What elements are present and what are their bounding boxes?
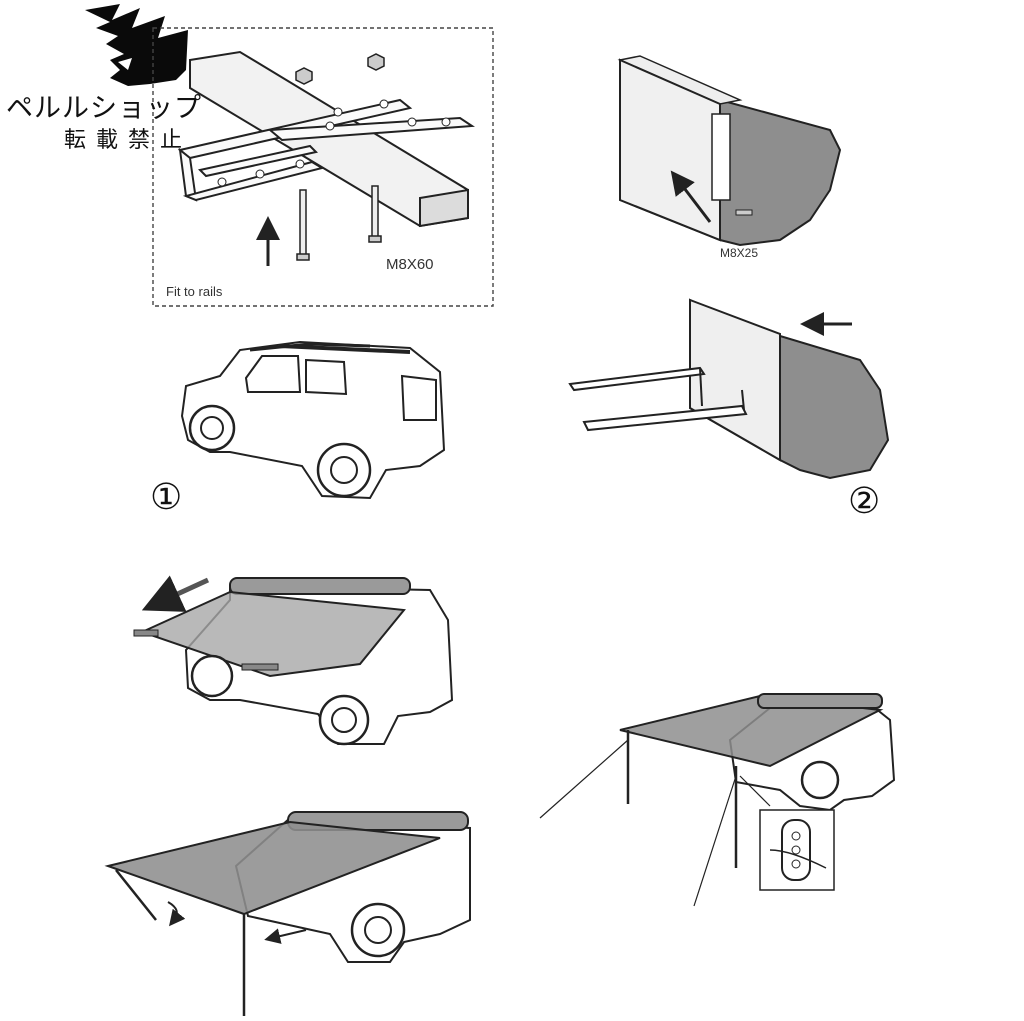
hex-nut — [295, 53, 385, 85]
fit-to-rails-caption: Fit to rails — [166, 284, 223, 299]
awning-deployed-with-legs-illustration — [104, 811, 471, 1016]
bolt-size-label-m8x60: M8X60 — [386, 256, 434, 273]
step-number-2: ② — [848, 480, 881, 521]
awning-case-mount-panel — [617, 55, 842, 247]
pull-arrow — [141, 575, 210, 612]
rope-tensioner-detail — [759, 809, 835, 891]
no-reprint-notice: 転載禁止 — [64, 128, 193, 153]
awning-pull-out-illustration — [133, 575, 454, 746]
bolt-size-label-m8x25: M8X25 — [720, 246, 759, 260]
mount-bracket — [177, 98, 475, 202]
leg-slide-arrow — [264, 928, 307, 944]
step-number-1: ① — [150, 476, 183, 517]
rotate-arrow — [167, 901, 186, 927]
hedgehog-silhouette-logo — [85, 4, 188, 86]
awning-bracket-illustration — [568, 298, 890, 480]
bolt — [296, 185, 382, 261]
slide-arrow — [670, 170, 712, 223]
bolt — [735, 209, 753, 216]
roof-rail — [189, 50, 469, 228]
awning-deployed-with-ropes-illustration — [539, 693, 896, 907]
shop-name-watermark: ペルルショップ — [6, 93, 202, 124]
bracket-detail-panel — [152, 27, 494, 307]
car-with-rails-illustration — [180, 340, 446, 500]
